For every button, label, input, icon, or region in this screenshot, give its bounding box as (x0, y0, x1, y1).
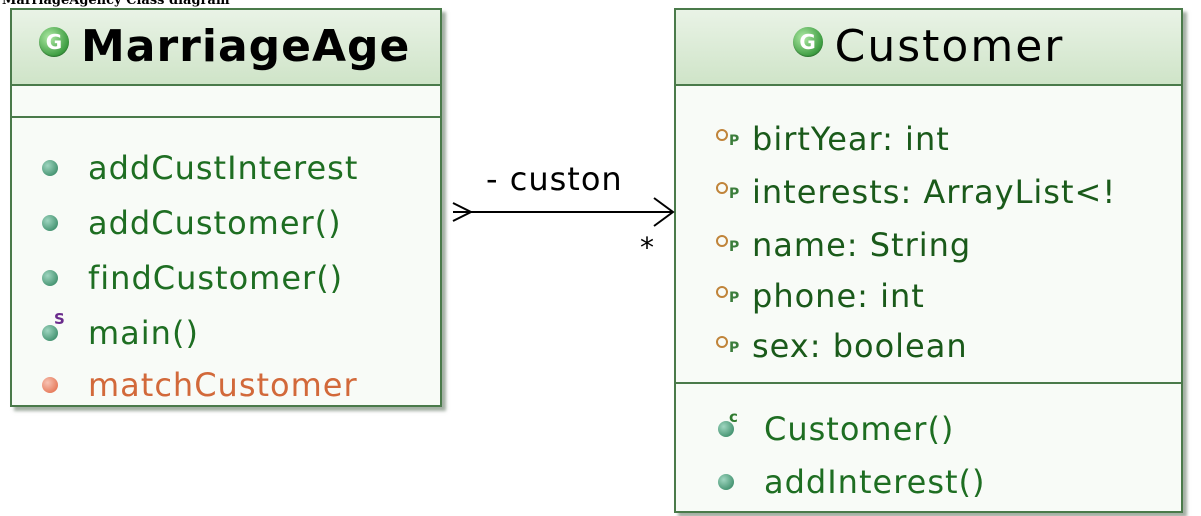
field-label: birtYear: int (752, 120, 950, 158)
property-field-icon: P (716, 233, 746, 257)
public-method-icon (42, 160, 58, 176)
attributes-compartment-empty (12, 86, 440, 118)
association-multiplicity: * (640, 231, 654, 264)
methods-compartment: c Customer() addInterest() (676, 384, 1181, 511)
source-x-marker (452, 202, 474, 222)
field-label: sex: boolean (752, 327, 968, 365)
public-method-icon (718, 474, 734, 490)
private-method-icon (42, 377, 58, 393)
method-label: Customer() (764, 410, 955, 448)
class-header[interactable]: G Customer (676, 10, 1181, 86)
fields-compartment: P birtYear: int P interests: ArrayList<!… (676, 86, 1181, 384)
method-label: main() (88, 314, 199, 352)
navigable-arrowhead (653, 197, 675, 227)
field-label: name: String (752, 226, 972, 264)
constructor-modifier: c (729, 408, 738, 426)
diagram-caption: MarriageAgency Class diagram (2, 0, 230, 8)
field-row[interactable]: P birtYear: int (676, 113, 1181, 165)
constructor-icon: c (718, 409, 738, 437)
property-field-icon: P (716, 127, 746, 151)
method-label: findCustomer() (88, 259, 344, 297)
method-label: matchCustomer (88, 366, 358, 404)
field-marker: P (729, 239, 740, 255)
method-label: addInterest() (764, 463, 986, 501)
method-row[interactable]: addCustomer() (12, 197, 440, 249)
property-field-icon: P (716, 334, 746, 358)
class-icon: G (39, 27, 69, 57)
field-marker: P (729, 340, 740, 356)
method-label: addCustInterest (88, 149, 359, 187)
public-method-icon (42, 215, 58, 231)
field-label: phone: int (752, 277, 925, 315)
property-field-icon: P (716, 180, 746, 204)
method-row[interactable]: addInterest() (676, 456, 1181, 508)
class-box-marriage-agency[interactable]: G MarriageAge addCustInterest addCustome… (10, 8, 442, 407)
method-row[interactable]: addCustInterest (12, 142, 440, 194)
field-marker: P (729, 133, 740, 149)
field-row[interactable]: P phone: int (676, 270, 1181, 322)
class-box-customer[interactable]: G Customer P birtYear: int P interests: … (674, 8, 1183, 513)
static-modifier: S (54, 310, 65, 328)
class-name: MarriageAge (81, 21, 411, 72)
methods-compartment: addCustInterest addCustomer() findCustom… (12, 118, 440, 405)
method-row[interactable]: c Customer() (676, 403, 1181, 455)
association-role-label: - custon (486, 160, 623, 198)
method-row[interactable]: findCustomer() (12, 252, 440, 304)
field-marker: P (729, 186, 740, 202)
field-label: interests: ArrayList<! (752, 173, 1117, 211)
method-row[interactable]: matchCustomer (12, 359, 440, 405)
class-header[interactable]: G MarriageAge (12, 10, 440, 86)
static-method-icon: S (42, 311, 65, 341)
method-row[interactable]: S main() (12, 307, 440, 359)
field-row[interactable]: P sex: boolean (676, 320, 1181, 372)
property-field-icon: P (716, 284, 746, 308)
public-method-icon (42, 270, 58, 286)
method-label: addCustomer() (88, 204, 342, 242)
field-marker: P (729, 290, 740, 306)
field-row[interactable]: P name: String (676, 219, 1181, 271)
field-row[interactable]: P interests: ArrayList<! (676, 166, 1181, 218)
class-name: Customer (834, 21, 1065, 72)
class-icon: G (792, 27, 823, 57)
